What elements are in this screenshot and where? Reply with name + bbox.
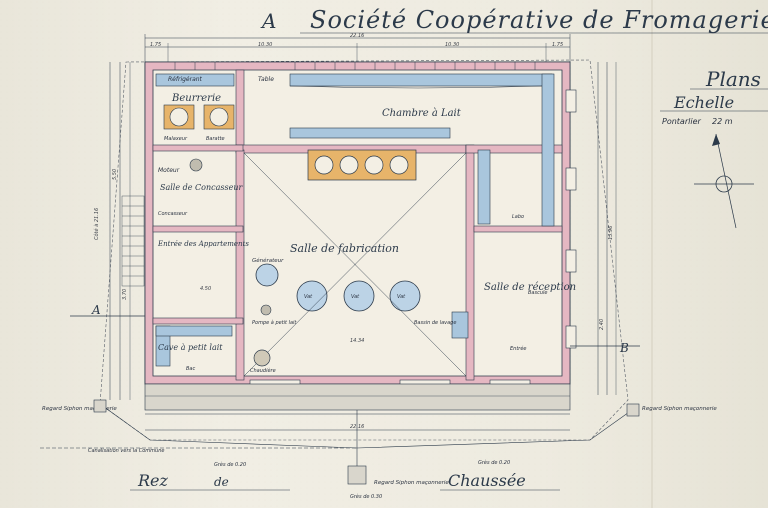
right-windows (565, 89, 577, 349)
dim-top-left: 1.75 (150, 42, 161, 48)
label-chaudiere: Chaudière (250, 367, 276, 374)
section-mark-a: A (91, 303, 101, 317)
section-mark-b: B (619, 341, 629, 355)
dim-top-right: 1.75 (552, 42, 563, 48)
label-bassin: Bassin de lavage (414, 320, 456, 326)
compass-icon (694, 133, 754, 229)
label-labo: Labo (512, 214, 524, 220)
label-generateur: Générateur (252, 257, 284, 264)
title-text: Société Coopérative de Fromagerie (310, 6, 768, 34)
level-caption: Rez de Chaussée (130, 471, 560, 491)
level-chaussee: Chaussée (448, 471, 526, 490)
label-chambre-lait: Chambre à Lait (382, 108, 462, 119)
level-rez: Rez (137, 471, 169, 490)
cheese-vats (307, 149, 417, 181)
place-label: Pontarlier (662, 117, 701, 126)
side-caption: Plans Echelle Pontarlier 22 m (660, 67, 768, 229)
top-dimensions: 22.16 1.75 10.30 10.30 1.75 (144, 33, 571, 62)
dim-right-overall: 13.96 (608, 226, 614, 240)
level-de: de (214, 475, 229, 489)
dim-side3: 2.40 (599, 319, 605, 330)
top-window-ticks (174, 62, 536, 70)
label-salle-concasseur: Salle de Concasseur (160, 183, 243, 192)
whey-cellar-tanks (155, 158, 469, 367)
left-dimensions: Côté à 21.16 5.50 3.70 (93, 62, 131, 400)
construction-lines (243, 152, 467, 377)
dim-side2: 3.70 (122, 289, 128, 300)
section-markers: A B (70, 303, 640, 355)
dim-top-seg1: 10.30 (258, 42, 272, 48)
label-refrigerant: Réfrigérant (168, 76, 203, 83)
label-gres: Grès de 0.20 (214, 461, 246, 468)
front-slab (144, 383, 571, 411)
vat-label-2: Vat (351, 294, 360, 300)
label-gres3: Grès de 0.30 (350, 493, 382, 500)
interior-walls (152, 69, 563, 381)
label-salle-fabrication: Salle de fabrication (290, 242, 399, 255)
dim-side4: 4.50 (200, 286, 211, 292)
drainage-pipes (40, 399, 640, 485)
staircase (121, 195, 145, 287)
date-fragment: 22 m (712, 117, 733, 126)
dim-left-overall: Côté à 21.16 (93, 208, 100, 240)
dim-top-seg2: 10.30 (445, 42, 459, 48)
fabrication-vats: Vat Vat Vat (255, 263, 421, 312)
label-entree-appartements: Entrée des Appartements (157, 240, 249, 248)
label-salle-reception: Salle de réception (484, 282, 576, 293)
label-cave-petit-lait: Cave à petit lait (158, 343, 223, 352)
room-labels: Réfrigérant Table Beurrerie Malaxeur Bar… (42, 76, 717, 500)
label-bac: Bac (186, 366, 195, 372)
label-regard-bottom: Regard Siphon maçonnerie (374, 480, 449, 486)
label-gres2: Grès de 0.20 (478, 459, 510, 466)
label-regard-right: Regard Siphon maçonnerie (642, 406, 717, 412)
plans-label: Plans (705, 67, 761, 91)
title-letter: A (260, 9, 276, 33)
label-table: Table (258, 76, 274, 83)
label-concasseur: Concasseur (158, 211, 188, 217)
scale-label: Echelle (673, 93, 734, 112)
vat-label-3: Vat (397, 294, 406, 300)
label-malaxeur: Malaxeur (164, 136, 188, 142)
label-regard-left: Regard Siphon maçonnerie (42, 406, 117, 412)
label-baratte: Baratte (206, 136, 225, 142)
dim-overall: 22.16 (350, 33, 364, 39)
vat-label-1: Vat (304, 294, 313, 300)
milk-room-troughs (155, 73, 555, 227)
label-entree: Entrée (510, 345, 527, 352)
right-dimensions: 13.96 2.40 (597, 62, 617, 395)
title-block: A Société Coopérative de Fromagerie (260, 6, 768, 34)
label-beurrerie: Beurrerie (171, 93, 221, 104)
label-pompe: Pompe à petit lait (252, 319, 297, 326)
label-moteur: Moteur (158, 167, 180, 174)
dim-side1: 5.50 (112, 169, 118, 180)
butter-room-equipment (163, 104, 235, 130)
label-canalisation: Canalisation vers la Commune (88, 448, 164, 454)
label-bascule: Bascule (528, 290, 547, 296)
dim-inner-width: 14.34 (350, 338, 364, 344)
